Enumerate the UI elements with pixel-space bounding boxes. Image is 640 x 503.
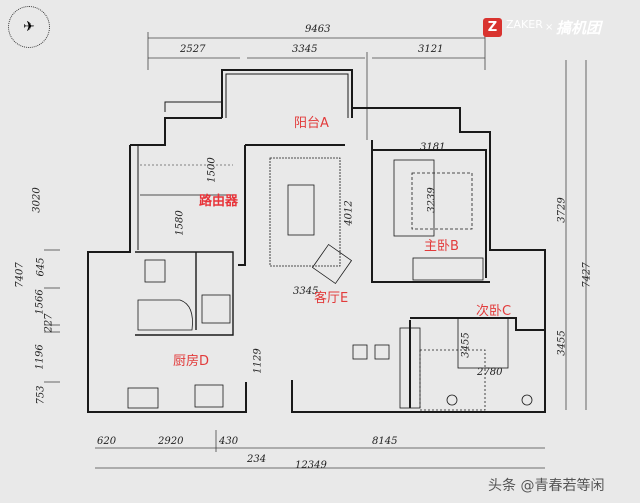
dim-master-bed: 3239 <box>426 187 438 213</box>
zaker-wordmark: ZAKER <box>506 18 543 31</box>
dim-left-2: 645 <box>35 257 47 277</box>
furniture <box>127 157 533 411</box>
dim-bottom-offset: 234 <box>247 454 267 465</box>
room-label-second-bedroom: 次卧C <box>476 304 512 319</box>
dimension-lines <box>44 32 587 469</box>
dim-bottom-2: 2920 <box>158 436 184 447</box>
room-label-living-room: 客厅E <box>314 291 349 306</box>
dim-study-upper: 1500 <box>206 157 218 183</box>
dim-corridor: 1129 <box>252 348 264 374</box>
dim-left-6: 753 <box>35 385 47 405</box>
dim-bottom-4: 8145 <box>372 436 398 447</box>
dim-second-depth: 3455 <box>460 332 472 358</box>
partner-wordmark: 搞机团 <box>556 19 602 37</box>
dim-left-total: 7407 <box>14 262 26 288</box>
dim-bottom-1: 620 <box>97 436 117 447</box>
dim-bottom-total: 12349 <box>295 460 327 471</box>
watermark-separator: × <box>545 22 554 33</box>
dim-top-2: 3345 <box>292 44 318 55</box>
zaker-logo-icon: Z <box>483 18 502 37</box>
room-label-kitchen: 厨房D <box>173 354 210 369</box>
dim-living-depth: 4012 <box>343 200 355 226</box>
dim-left-5: 1196 <box>34 344 46 370</box>
dim-second-width: 2780 <box>477 367 503 378</box>
dim-living-width: 3345 <box>293 286 319 297</box>
dim-top-1: 2527 <box>180 44 206 55</box>
dim-left-3: 1566 <box>34 289 46 315</box>
router-label: 路由器 <box>199 194 239 209</box>
walls <box>87 69 546 413</box>
dim-top-total: 9463 <box>305 24 331 35</box>
dim-study-lower: 1580 <box>174 210 186 236</box>
dim-top-3: 3121 <box>418 44 444 55</box>
room-label-master-bedroom: 主卧B <box>424 239 459 254</box>
dim-left-1: 3020 <box>31 187 43 213</box>
dim-right-total: 7427 <box>581 262 593 288</box>
studio-seal-logo: ✈ <box>8 6 50 48</box>
dim-bottom-3: 430 <box>219 436 239 447</box>
room-label-balcony: 阳台A <box>294 116 329 131</box>
dim-right-2: 3455 <box>556 330 568 356</box>
dim-master-width: 3181 <box>420 142 446 153</box>
credit-watermark: 头条 @青春若等闲 <box>488 478 605 494</box>
dim-left-4: 227 <box>43 313 55 333</box>
dim-right-1: 3729 <box>556 197 568 223</box>
